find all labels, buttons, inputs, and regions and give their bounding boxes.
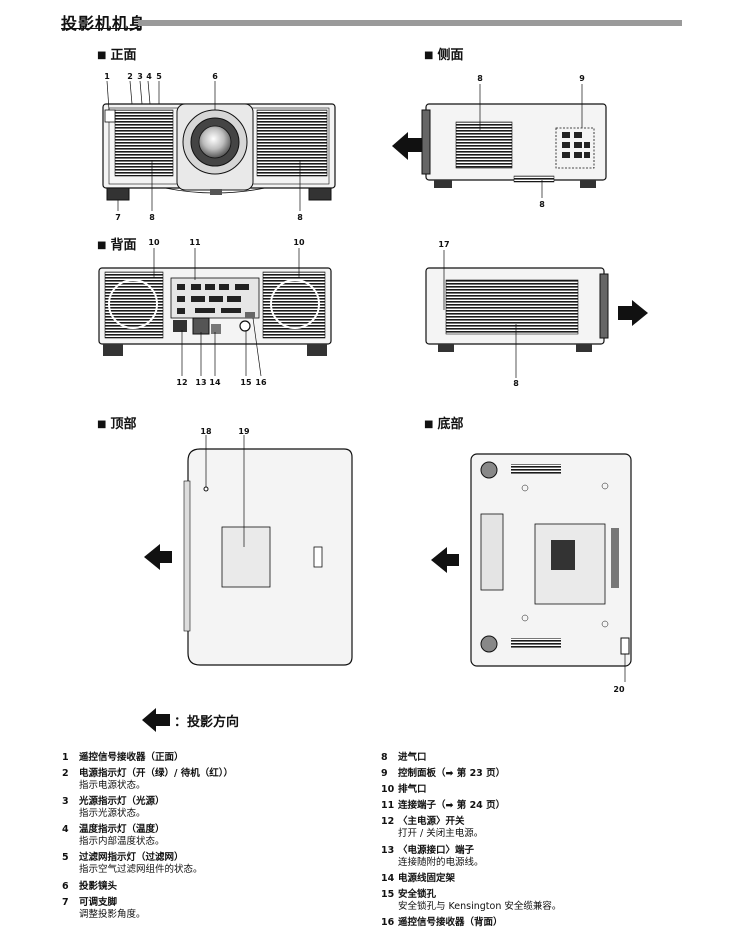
side-view-2-figure: 17 8: [425, 240, 648, 388]
section-bottom-heading: 底部: [424, 413, 463, 432]
rear-view-figure: 10 11 10 12 13 14 15 16: [98, 238, 332, 387]
projection-arrow-left-bottom-icon: [431, 547, 447, 573]
callout-side2-8: 8: [513, 379, 519, 388]
callout-top-18: 18: [200, 427, 212, 436]
section-side-heading: 侧面: [424, 44, 463, 63]
callout-front-4: 4: [146, 72, 152, 81]
callout-rear-15: 15: [240, 378, 252, 387]
section-front-heading: 正面: [97, 44, 136, 63]
callout-rear-16: 16: [255, 378, 267, 387]
callout-front-1: 1: [104, 72, 110, 81]
callout-front-6: 6: [212, 72, 218, 81]
callout-front-8a: 8: [149, 213, 155, 222]
section-rear-heading: 背面: [97, 234, 136, 253]
callout-front-3: 3: [137, 72, 143, 81]
callout-bottom-20: 20: [613, 685, 625, 694]
callout-front-2: 2: [127, 72, 133, 81]
callout-side-8a: 8: [477, 74, 483, 83]
bottom-view-figure: 20: [431, 453, 632, 694]
projection-direction-label: ：投影方向: [174, 715, 240, 730]
page-title: 投影机机身: [61, 14, 147, 33]
projection-direction-arrow-icon: [142, 708, 170, 732]
callout-side-9: 9: [579, 74, 585, 83]
callout-rear-11: 11: [189, 238, 201, 247]
callout-front-8b: 8: [297, 213, 303, 222]
callout-rear-13: 13: [195, 378, 206, 387]
callout-rear-12: 12: [176, 378, 187, 387]
projection-arrow-right-icon: [632, 300, 648, 326]
callout-top-19: 19: [238, 427, 250, 436]
projection-arrow-left-icon: [392, 132, 408, 160]
callout-rear-14: 14: [209, 378, 221, 387]
callout-side2-17: 17: [438, 240, 449, 249]
callout-rear-10a: 10: [148, 238, 160, 247]
callout-front-7: 7: [115, 213, 121, 222]
front-view-figure: 1 2 3 4 5 6 7 8 8: [102, 72, 336, 222]
callout-rear-10b: 10: [293, 238, 305, 247]
callout-front-5: 5: [156, 72, 162, 81]
side-view-figure: 8 9 8: [392, 74, 607, 209]
title-bar: [138, 20, 682, 26]
projection-arrow-left-top-icon: [144, 544, 160, 570]
top-view-figure: 18 19: [144, 427, 353, 666]
section-top-heading: 顶部: [97, 413, 136, 432]
callout-side-8b: 8: [539, 200, 545, 209]
title-underline: [61, 28, 140, 29]
